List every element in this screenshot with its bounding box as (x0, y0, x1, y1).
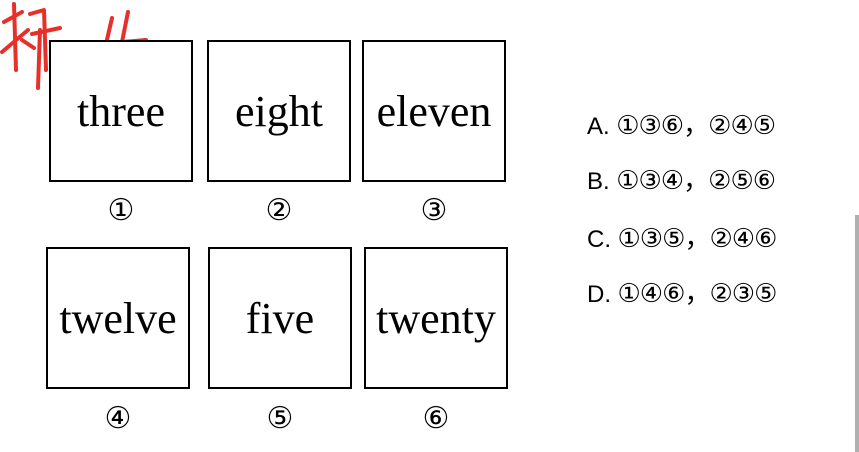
card-number-2: ② (265, 193, 293, 228)
option-c-separator: ， (684, 224, 710, 254)
option-d-group-2: ②③⑤ (709, 279, 777, 309)
card-number-3: ③ (420, 193, 448, 228)
option-a-group-2: ②④⑤ (708, 111, 776, 141)
card-number-5: ⑤ (266, 401, 294, 436)
word-card-6-text: twenty (376, 293, 496, 343)
vertical-scrollbar[interactable] (855, 215, 859, 452)
word-card-3: eleven (362, 40, 506, 182)
word-card-3-text: eleven (376, 86, 492, 136)
word-card-1-text: three (77, 86, 165, 136)
word-card-5: five (208, 247, 352, 389)
option-d-letter: D. (587, 281, 611, 308)
word-card-5-text: five (245, 293, 315, 343)
card-number-6: ⑥ (422, 401, 450, 436)
word-card-2-text: eight (235, 86, 323, 136)
option-a[interactable]: A. ①③⑥，②④⑤ (587, 111, 776, 141)
option-d[interactable]: D. ①④⑥，②③⑤ (587, 279, 777, 309)
card-number-4: ④ (104, 401, 132, 436)
option-d-group-1: ①④⑥ (617, 279, 686, 309)
word-card-4-text: twelve (59, 293, 177, 343)
option-d-separator: ， (684, 279, 710, 309)
option-a-separator: ， (683, 111, 709, 141)
option-b-group-1: ①③④ (616, 166, 684, 196)
option-c-letter: C. (587, 226, 611, 253)
option-c-group-1: ①③⑤ (617, 224, 686, 254)
option-b-group-2: ②⑤⑥ (708, 166, 776, 196)
word-card-1: three (49, 40, 193, 182)
word-card-4: twelve (46, 247, 190, 389)
option-b-separator: ， (683, 166, 709, 196)
option-a-group-1: ①③⑥ (616, 111, 684, 141)
option-c-group-2: ②④⑥ (709, 224, 777, 254)
word-card-6: twenty (364, 247, 508, 389)
word-card-2: eight (207, 40, 351, 182)
option-b-letter: B. (587, 168, 610, 195)
option-c[interactable]: C. ①③⑤，②④⑥ (587, 224, 777, 254)
option-b[interactable]: B. ①③④，②⑤⑥ (587, 166, 776, 196)
option-a-letter: A. (587, 113, 610, 140)
card-number-1: ① (107, 193, 135, 228)
